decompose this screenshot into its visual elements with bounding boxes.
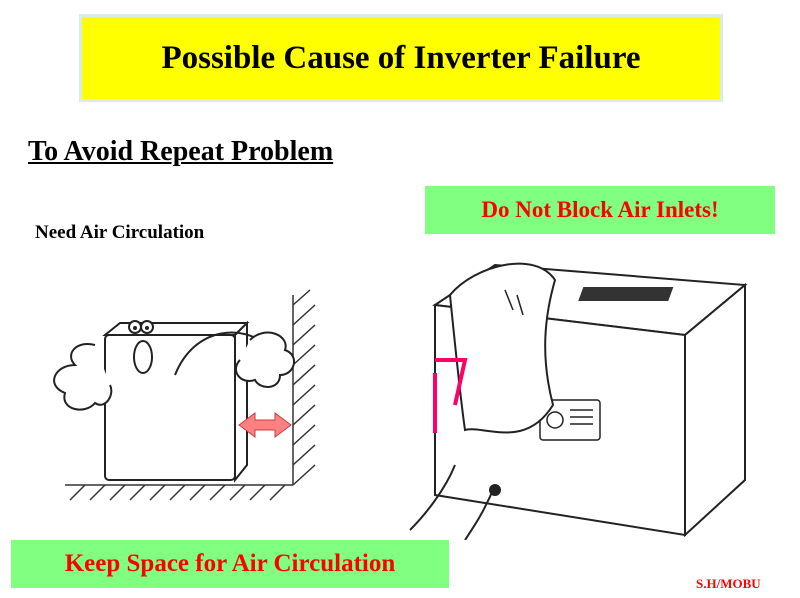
keep-space-callout: Keep Space for Air Circulation bbox=[11, 540, 449, 588]
title-box: Possible Cause of Inverter Failure bbox=[79, 14, 723, 102]
warning-mark-icon bbox=[433, 358, 468, 433]
wall-hatch bbox=[292, 289, 316, 486]
slide-subtitle: To Avoid Repeat Problem bbox=[28, 136, 334, 167]
blocked-inverter-icon bbox=[409, 262, 748, 540]
footer-credit: S.H/MOBU bbox=[696, 576, 761, 591]
space-arrow-icon bbox=[238, 412, 292, 438]
inverter-cartoon-icon bbox=[53, 289, 316, 501]
floor-hatch bbox=[65, 484, 293, 501]
need-air-label: Need Air Circulation bbox=[35, 222, 205, 243]
do-not-block-text: Do Not Block Air Inlets! bbox=[481, 197, 719, 222]
inverter-box bbox=[102, 320, 250, 483]
keep-space-text: Keep Space for Air Circulation bbox=[64, 550, 396, 577]
do-not-block-callout: Do Not Block Air Inlets! bbox=[425, 186, 775, 234]
slide-title: Possible Cause of Inverter Failure bbox=[161, 39, 641, 76]
